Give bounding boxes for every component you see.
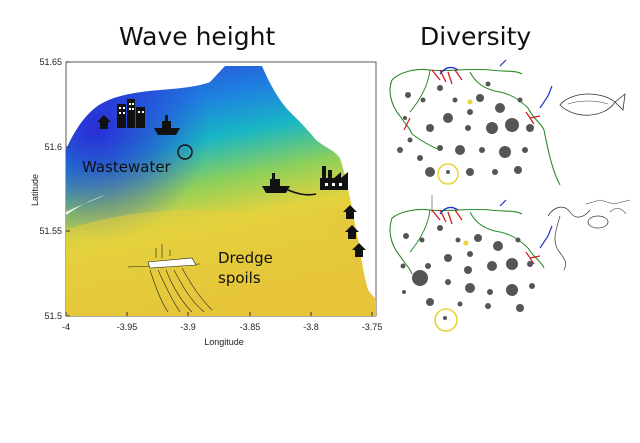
x-tick: -3.95 xyxy=(117,322,138,332)
y-tick: 51.5 xyxy=(44,311,62,321)
diversity-title: Diversity xyxy=(420,22,532,51)
ship-icon xyxy=(154,115,180,135)
y-axis-label: Latitude xyxy=(30,174,40,206)
x-tick: -3.75 xyxy=(362,322,383,332)
wastewater-outlet-circle xyxy=(177,144,193,160)
x-tick: -3.8 xyxy=(303,322,319,332)
x-tick: -3.9 xyxy=(180,322,196,332)
factory-icon xyxy=(320,166,348,190)
x-axis: -4 -3.95 -3.9 -3.85 -3.8 -3.75 Longitude xyxy=(62,312,382,347)
dredge-label-line1: Dredge xyxy=(218,249,273,267)
diversity-map-bottom xyxy=(389,199,631,332)
x-axis-label: Longitude xyxy=(204,337,244,347)
wave-height-map xyxy=(66,66,376,316)
x-tick: -4 xyxy=(62,322,70,332)
y-tick: 51.65 xyxy=(39,57,62,67)
diversity-map-top xyxy=(389,59,626,186)
city-buildings-icon xyxy=(97,99,145,129)
wastewater-label: Wastewater xyxy=(82,158,172,176)
harbour-arc xyxy=(287,189,317,196)
y-axis: 51.65 51.6 51.55 51.5 Latitude xyxy=(30,57,70,321)
y-tick: 51.6 xyxy=(44,142,62,152)
y-tick: 51.55 xyxy=(39,226,62,236)
x-tick: -3.85 xyxy=(240,322,261,332)
wave-height-title: Wave height xyxy=(119,22,276,51)
dredge-ship-icon xyxy=(127,244,213,313)
ship-icon-2 xyxy=(262,173,290,193)
dredge-label-line2: spoils xyxy=(218,269,261,287)
house-icon xyxy=(343,205,366,257)
